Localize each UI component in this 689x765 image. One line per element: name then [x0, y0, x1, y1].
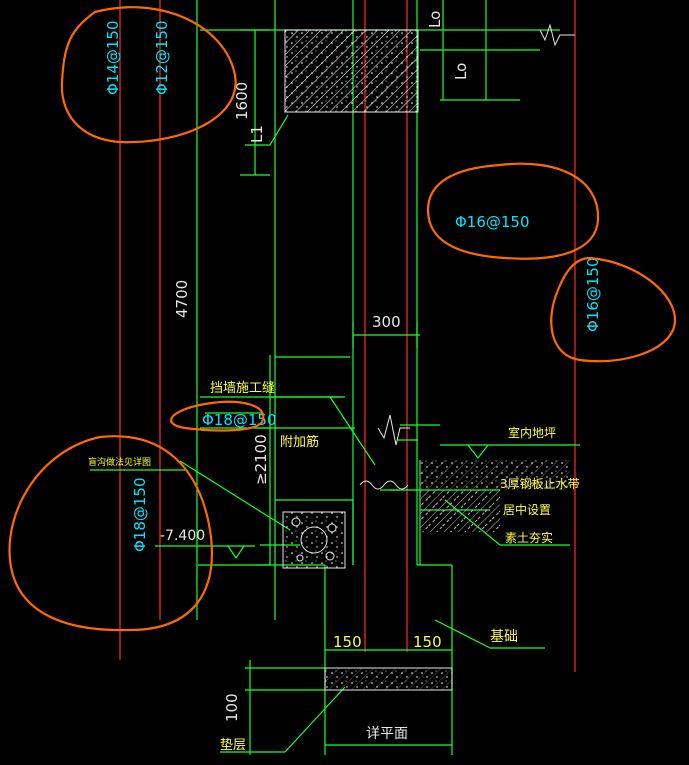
dim-2100: ≥2100 [252, 434, 270, 485]
markup-circle-phi16-wall [426, 162, 600, 260]
label-plan-ref: 详平面 [366, 726, 408, 742]
rebar-label-phi16-right: Φ16@150 [584, 257, 602, 332]
label-wall-joint: 挡墙施工缝 [210, 381, 275, 396]
dim-300: 300 [372, 313, 401, 331]
label-foundation: 基础 [490, 628, 518, 645]
rebar-label-phi14: Φ14@150 [104, 20, 122, 95]
markup-circle-phi18-wall [8, 435, 213, 632]
structure-lines [90, 0, 580, 755]
drain-pipe-section [282, 511, 346, 569]
markup-circle-phi16-right [550, 256, 676, 363]
dim-150-right: 150 [413, 633, 442, 651]
label-cushion: 垫层 [220, 737, 246, 753]
label-l1: L1 [248, 125, 266, 143]
dim-1600: 1600 [233, 82, 251, 120]
rebar-label-phi16-wall: Φ16@150 [455, 213, 530, 231]
markup-circle-top-left [60, 6, 237, 144]
label-pipe-note: 盲沟做法见详图 [88, 456, 151, 468]
elevation-mark: -7.400 [160, 528, 205, 544]
markup-circles [8, 6, 676, 632]
dim-100: 100 [223, 693, 241, 722]
break-symbols [359, 23, 575, 490]
label-extra-bar: 附加筋 [280, 434, 319, 450]
rebar-label-phi18-wall: Φ18@150 [131, 477, 149, 552]
label-middle-setting: 居中设置 [503, 502, 551, 517]
label-waterstop: 3厚钢板止水带 [500, 477, 580, 491]
dim-lo-top: Lo [426, 11, 444, 28]
markup-circle-phi18-bar [170, 400, 265, 432]
label-compacted-soil: 素土夯实 [505, 530, 553, 545]
rebar-label-phi18-bar: Φ18@150 [202, 411, 277, 429]
dim-150-left: 150 [333, 633, 362, 651]
dim-lo-mid: Lo [452, 63, 470, 80]
dim-4700: 4700 [173, 280, 191, 318]
rebar-label-phi12: Φ12@150 [153, 20, 171, 95]
compacted-soil-section [420, 490, 500, 532]
label-indoor-floor: 室内地坪 [508, 425, 556, 440]
